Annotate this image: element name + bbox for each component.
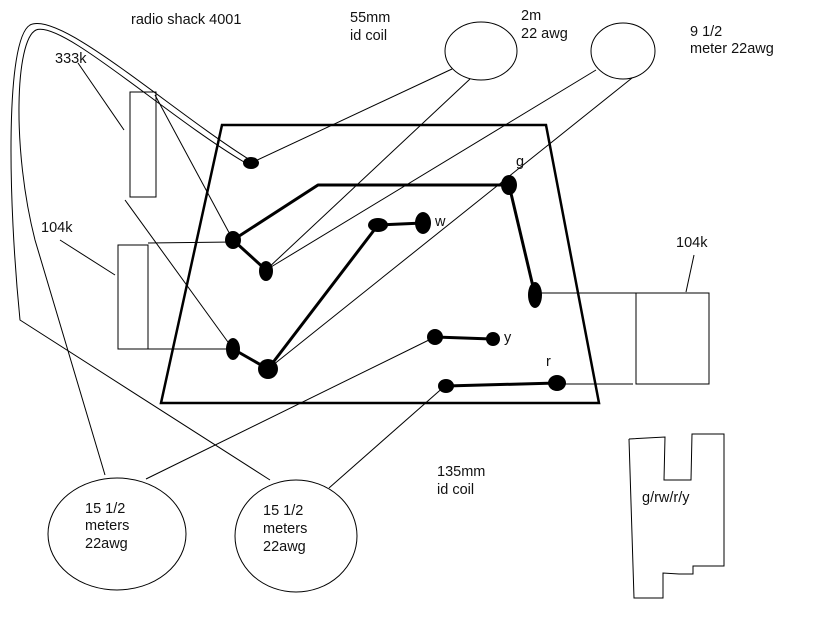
- pin-label-y: y: [504, 330, 512, 346]
- coil-2m-label-line2: 22 awg: [521, 26, 568, 42]
- solder-dot: [438, 379, 454, 393]
- coil-15-5m-a-label-line1: 15 1/2: [85, 501, 125, 517]
- loop-wire: [10, 23, 271, 481]
- coil-small-label-line1: 55mm: [350, 10, 390, 26]
- resistor-104k-right-leader: [685, 254, 695, 293]
- solder-dot: [258, 359, 278, 379]
- resistor-104k-left-leader: [59, 239, 116, 276]
- solder-dot-g: [501, 175, 517, 195]
- solder-dot: [368, 218, 388, 232]
- coil-small-label-line2: id coil: [350, 28, 387, 44]
- coil-2m-label-line1: 2m: [521, 8, 541, 24]
- coil-leads: [145, 68, 633, 489]
- connector-plug: [628, 433, 725, 599]
- coil-large-label-line2: id coil: [437, 482, 474, 498]
- coil-15-5m-a: [47, 477, 187, 591]
- coil-2m: [444, 21, 518, 81]
- solder-dot-r: [548, 375, 566, 391]
- coil-15-5m-b-label-line3: 22awg: [263, 539, 306, 555]
- coil-15-5m-a-label-line2: meters: [85, 518, 129, 534]
- resistor-333k: [129, 91, 157, 198]
- pin-label-g: g: [516, 154, 524, 170]
- resistor-104k-left-label: 104k: [41, 220, 73, 236]
- pin-label-w: w: [434, 214, 446, 230]
- coil-15-5m-b-label-line2: meters: [263, 521, 307, 537]
- solder-dot: [528, 282, 542, 308]
- solder-dot: [427, 329, 443, 345]
- coil-9-5m-label-line1: 9 1/2: [690, 24, 722, 40]
- resistor-104k-left: [117, 244, 149, 350]
- resistor-104k-left-lead-top: [147, 241, 234, 244]
- solder-dot-w: [415, 212, 431, 234]
- solder-dot: [225, 231, 241, 249]
- pin-label-r: r: [546, 354, 551, 370]
- resistor-333k-label: 333k: [55, 51, 87, 67]
- board-traces: [231, 183, 559, 388]
- resistor-104k-right-label: 104k: [676, 235, 708, 251]
- coil-large-label-line1: 135mm: [437, 464, 485, 480]
- resistor-333k-leader: [77, 62, 125, 131]
- solder-dot-y: [486, 332, 500, 346]
- coil-15-5m-b: [234, 479, 358, 593]
- coil-15-5m-a-label-line3: 22awg: [85, 536, 128, 552]
- solder-dot: [243, 157, 259, 169]
- diagram-title: radio shack 4001: [131, 12, 241, 28]
- resistor-104k-right: [635, 292, 710, 385]
- resistor-333k-lead-bottom: [124, 199, 234, 350]
- solder-dot: [226, 338, 240, 360]
- resistor-333k-lead-top: [154, 94, 234, 241]
- coil-9-5m: [590, 22, 656, 80]
- circuit-board-outline: [159, 123, 601, 405]
- solder-dot: [259, 261, 273, 281]
- solder-points: [225, 157, 566, 393]
- coil-9-5m-label-line2: meter 22awg: [690, 41, 774, 57]
- connector-plug-label: g/rw/r/y: [642, 490, 690, 506]
- coil-15-5m-b-label-line1: 15 1/2: [263, 503, 303, 519]
